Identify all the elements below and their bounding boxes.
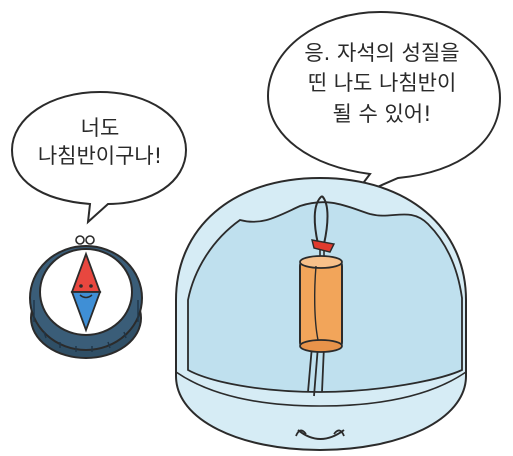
speech-left-text: 너도 나침반이구나! — [22, 114, 178, 171]
speech-right-line-2: 띤 나도 나침반이 — [307, 71, 457, 96]
speech-left-line-1: 너도 — [80, 116, 120, 140]
compass — [29, 235, 143, 359]
speech-right-line-3: 될 수 있어! — [332, 101, 432, 126]
speech-left-line-2: 나침반이구나! — [37, 144, 163, 169]
cork — [299, 255, 343, 353]
speech-bubble-left — [10, 90, 188, 225]
speech-right-text: 응. 자석의 성질을 띤 나도 나침반이 될 수 있어! — [282, 38, 482, 129]
speech-right-line-1: 응. 자석의 성질을 — [304, 41, 460, 65]
